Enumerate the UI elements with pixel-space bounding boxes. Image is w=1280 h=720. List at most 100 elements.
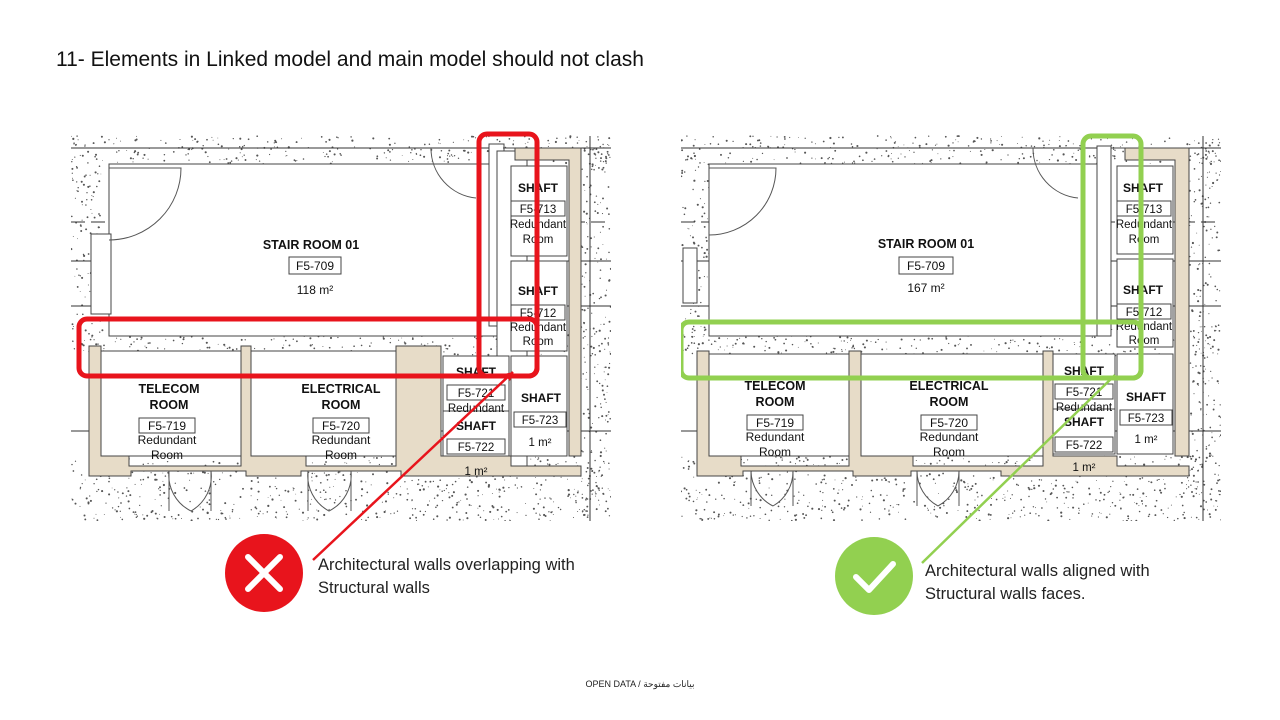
- stipple-dot: [831, 511, 834, 514]
- stipple-dot: [594, 405, 597, 408]
- stipple-dot: [1033, 145, 1036, 148]
- stipple-dot: [433, 497, 436, 499]
- stipple-dot: [587, 153, 590, 156]
- telecom-room-sub: Redundant: [746, 430, 805, 444]
- stipple-dot: [897, 503, 900, 506]
- stipple-dot: [770, 494, 773, 497]
- stipple-dot: [796, 502, 799, 505]
- stipple-dot: [239, 517, 241, 519]
- stipple-dot: [382, 337, 385, 340]
- stipple-dot: [786, 157, 788, 159]
- stipple-dot: [606, 391, 608, 393]
- stipple-dot: [95, 343, 98, 346]
- stipple-dot: [978, 509, 980, 512]
- stipple-dot: [120, 502, 122, 504]
- stipple-dot: [843, 340, 845, 342]
- stipple-dot: [337, 471, 340, 474]
- stipple-dot: [1014, 340, 1016, 343]
- stipple-dot: [513, 140, 515, 142]
- stipple-dot: [71, 167, 74, 170]
- stipple-dot: [915, 347, 917, 349]
- stipple-dot: [597, 151, 600, 154]
- stipple-dot: [872, 495, 874, 498]
- stipple-dot: [739, 501, 742, 504]
- stipple-dot: [549, 520, 551, 521]
- stipple-dot: [1039, 161, 1041, 163]
- stipple-dot: [324, 155, 326, 158]
- stipple-dot: [500, 515, 503, 518]
- floor-plan-clash: STAIR ROOM 01 F5-709 118 m² SHAFT F5-713…: [71, 126, 611, 521]
- stipple-dot: [419, 510, 422, 513]
- stipple-dot: [697, 343, 700, 346]
- stipple-dot: [1087, 502, 1089, 504]
- stipple-dot: [83, 254, 86, 257]
- stipple-dot: [965, 516, 968, 518]
- double-door: [168, 470, 212, 512]
- stipple-dot: [1033, 487, 1036, 490]
- stipple-dot: [583, 322, 585, 325]
- stipple-dot: [841, 136, 844, 139]
- stipple-dot: [723, 515, 725, 517]
- stipple-dot: [832, 157, 834, 160]
- stipple-dot: [451, 506, 454, 509]
- stipple-dot: [139, 496, 141, 498]
- stipple-dot: [311, 476, 313, 478]
- stipple-dot: [1205, 368, 1207, 370]
- stipple-dot: [362, 510, 364, 513]
- stipple-dot: [565, 142, 567, 145]
- stipple-dot: [702, 188, 704, 191]
- stipple-dot: [446, 158, 449, 160]
- stipple-dot: [1191, 432, 1194, 435]
- stipple-dot: [262, 513, 264, 515]
- stipple-dot: [605, 157, 608, 160]
- stipple-dot: [799, 162, 802, 164]
- stipple-dot: [929, 462, 932, 465]
- stipple-dot: [1218, 382, 1219, 384]
- stipple-dot: [74, 197, 76, 199]
- stipple-dot: [159, 489, 161, 492]
- stipple-dot: [832, 350, 835, 353]
- stipple-dot: [683, 336, 686, 338]
- stipple-dot: [817, 508, 821, 511]
- stipple-dot: [1211, 185, 1213, 188]
- stipple-dot: [350, 136, 352, 138]
- stipple-dot: [824, 464, 826, 466]
- stipple-dot: [1094, 156, 1096, 159]
- stipple-dot: [429, 500, 430, 502]
- stipple-dot: [804, 341, 806, 343]
- stipple-dot: [1170, 504, 1172, 506]
- stipple-dot: [879, 494, 882, 496]
- stipple-dot: [1195, 488, 1198, 490]
- stipple-dot: [989, 477, 991, 479]
- stipple-dot: [283, 336, 285, 338]
- stipple-dot: [1016, 461, 1018, 463]
- stipple-dot: [458, 518, 461, 521]
- stipple-dot: [967, 483, 969, 485]
- stipple-dot: [344, 462, 346, 464]
- stipple-dot: [230, 160, 233, 162]
- stipple-dot: [703, 252, 706, 255]
- stipple-dot: [607, 488, 609, 490]
- stipple-dot: [103, 348, 105, 350]
- stipple-dot: [134, 511, 137, 513]
- stipple-dot: [1192, 495, 1195, 498]
- stipple-dot: [470, 505, 472, 506]
- shaft-712-box: [1116, 258, 1174, 348]
- stipple-dot: [600, 475, 602, 477]
- stipple-dot: [756, 158, 758, 161]
- stipple-dot: [1217, 474, 1219, 476]
- stipple-dot: [783, 506, 786, 508]
- stipple-dot: [1078, 509, 1080, 511]
- stipple-dot: [1193, 191, 1196, 193]
- stipple-dot: [697, 244, 700, 247]
- telecom-room-id: F5-719: [756, 416, 794, 430]
- stipple-dot: [1199, 295, 1201, 297]
- stipple-dot: [367, 516, 369, 519]
- stipple-dot: [340, 154, 342, 156]
- stipple-dot: [1205, 456, 1208, 459]
- stipple-dot: [1088, 493, 1091, 496]
- stipple-dot: [915, 459, 917, 462]
- stipple-dot: [1193, 292, 1196, 295]
- stipple-dot: [920, 475, 922, 477]
- stipple-dot: [1201, 205, 1203, 207]
